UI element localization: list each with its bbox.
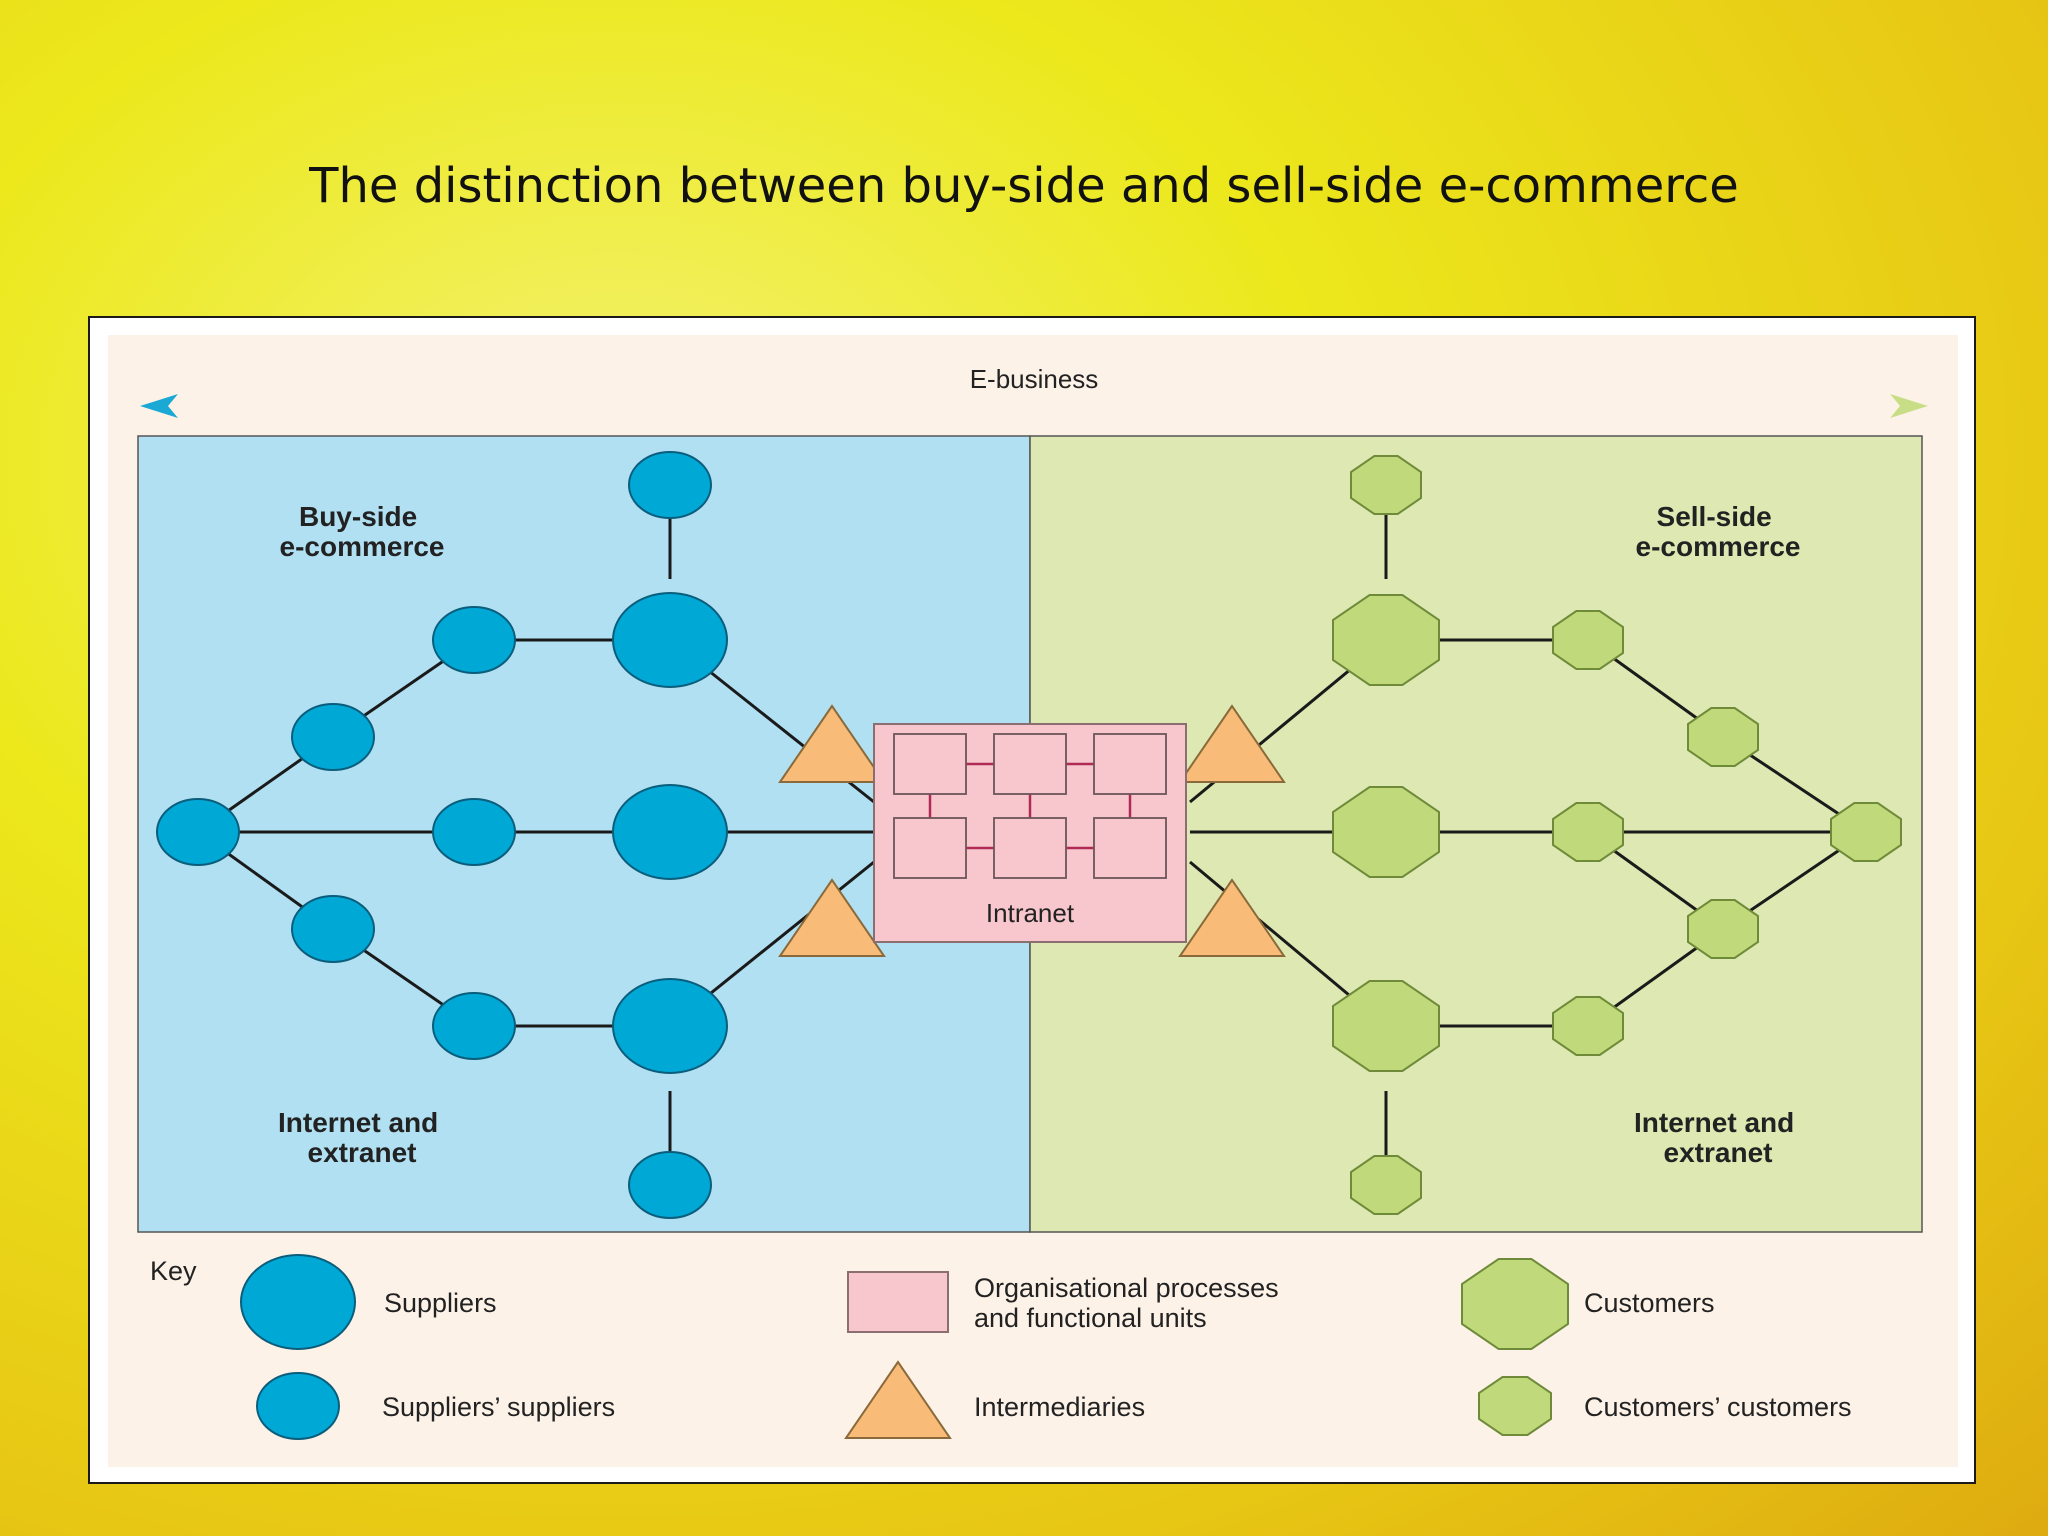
key-suppliers-suppliers-label: Suppliers’ suppliers [382,1392,615,1422]
customers-customer-node [1350,1155,1422,1215]
intermediaries-nodes [778,704,1286,957]
customer-node [1332,980,1440,1072]
key-title: Key [150,1256,197,1286]
key-customers-label: Customers [1584,1288,1715,1318]
customers-customer-node [1350,455,1422,515]
functional-unit [993,817,1067,879]
diagram-frame: E-business [88,316,1976,1484]
buy-network-label: Internet and extranet [278,1107,446,1168]
functional-unit [1093,817,1167,879]
suppliers-supplier-node [432,606,516,674]
suppliers-nodes [612,592,728,1074]
functional-unit [893,817,967,879]
key-org-processes-label: Organisational processes and functional … [974,1273,1286,1333]
functional-unit [1093,733,1167,795]
customers-nodes [1332,594,1440,1072]
customers-customer-node [1687,707,1759,767]
functional-unit [893,733,967,795]
customers-customers-nodes [1350,455,1902,1215]
suppliers-supplier-node [432,798,516,866]
intermediary-node [778,878,886,957]
key-customer-icon [1461,1258,1569,1350]
intranet-box [873,723,1187,943]
key-org-processes-icon [847,1271,949,1333]
customer-node [1332,786,1440,878]
suppliers-supplier-node [291,703,375,771]
customers-customer-node [1552,802,1624,862]
sell-network-label: Internet and extranet [1634,1107,1802,1168]
customers-customer-node [1552,996,1624,1056]
suppliers-supplier-node [628,1151,712,1219]
supplier-node [612,978,728,1074]
functional-unit [993,733,1067,795]
key-customers-customer-icon [1478,1376,1552,1436]
customers-customer-node [1552,610,1624,670]
suppliers-supplier-node [291,895,375,963]
key-intermediaries-label: Intermediaries [974,1392,1145,1422]
suppliers-supplier-node [432,992,516,1060]
intermediary-node [1178,878,1286,957]
customer-node [1332,594,1440,686]
intermediary-node [1178,704,1286,783]
ebusiness-label: E-business [970,364,1099,394]
key-suppliers-label: Suppliers [384,1288,497,1318]
slide-title: The distinction between buy-side and sel… [309,158,1739,214]
key-legend: Key Suppliers Suppliers’ suppliers Organ… [150,1254,1852,1440]
key-supplier-icon [240,1254,356,1350]
ebusiness-arrow [140,394,1928,418]
sell-side-label: Sell-side e-commerce [1636,501,1801,562]
supplier-node [612,784,728,880]
intranet-label: Intranet [986,898,1075,928]
suppliers-supplier-node [628,451,712,519]
buy-side-label: Buy-side e-commerce [280,501,445,562]
customers-customer-node [1830,802,1902,862]
suppliers-suppliers-nodes [156,451,712,1219]
intermediary-node [778,704,886,783]
key-intermediary-icon [844,1360,952,1439]
customers-customer-node [1687,899,1759,959]
supplier-node [612,592,728,688]
key-customers-customers-label: Customers’ customers [1584,1392,1852,1422]
suppliers-supplier-node [156,798,240,866]
key-suppliers-supplier-icon [256,1372,340,1440]
ebusiness-diagram: E-business [108,335,1958,1467]
